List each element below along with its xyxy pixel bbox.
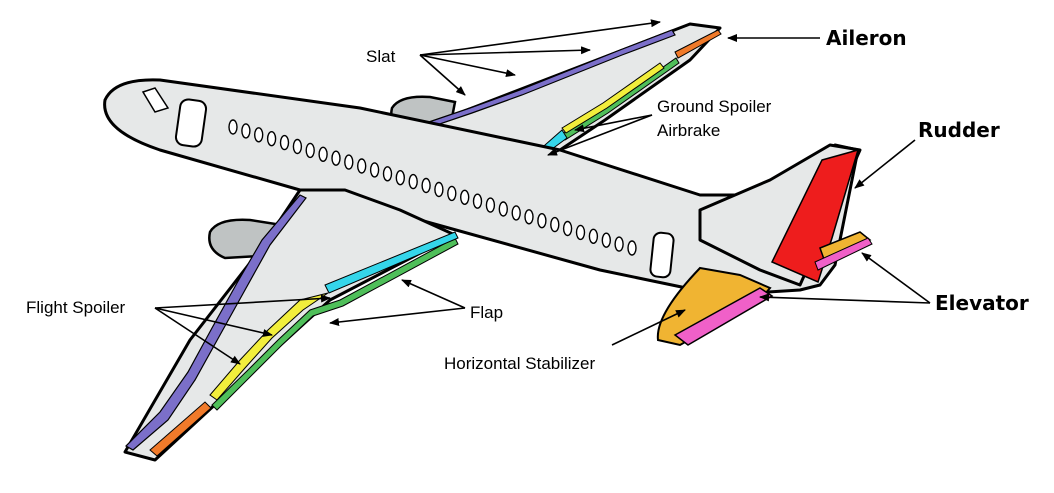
flap-lower bbox=[211, 237, 459, 411]
label-ground-spoiler: Ground Spoiler bbox=[657, 97, 772, 116]
upper-wing bbox=[413, 22, 722, 170]
cabin-window bbox=[266, 130, 277, 147]
label-flight-spoiler: Flight Spoiler bbox=[26, 298, 126, 317]
cabin-window bbox=[524, 209, 534, 225]
cabin-window bbox=[575, 224, 586, 241]
label-slat: Slat bbox=[366, 47, 396, 66]
cabin-window bbox=[331, 150, 341, 166]
cabin-window bbox=[344, 154, 354, 170]
cabin-window bbox=[292, 138, 303, 155]
label-elevator: Elevator bbox=[935, 291, 1029, 315]
cabin-window bbox=[382, 166, 393, 182]
label-rudder: Rudder bbox=[918, 118, 1000, 142]
cabin-window bbox=[460, 189, 470, 206]
label-horizontal-stabilizer: Horizontal Stabilizer bbox=[444, 354, 596, 373]
cabin-window bbox=[601, 232, 611, 248]
cabin-window bbox=[305, 142, 315, 159]
cabin-window bbox=[627, 240, 637, 256]
leader-lines bbox=[154, 19, 931, 365]
cabin-window bbox=[408, 173, 418, 190]
slat-upper bbox=[419, 29, 676, 131]
cabin-window bbox=[498, 201, 508, 217]
cabin-window bbox=[434, 181, 444, 198]
cabin-window bbox=[485, 197, 496, 213]
lower-wing bbox=[123, 188, 459, 462]
cabin-window bbox=[447, 185, 457, 202]
cabin-window bbox=[472, 193, 483, 209]
label-aileron: Aileron bbox=[826, 26, 907, 50]
cabin-window bbox=[614, 236, 624, 252]
cabin-window bbox=[318, 146, 328, 163]
spoiler-lower bbox=[209, 292, 329, 401]
label-flap: Flap bbox=[470, 303, 503, 322]
cabin-window bbox=[254, 127, 264, 143]
cabin-window bbox=[511, 205, 521, 221]
aileron-lower bbox=[149, 401, 212, 457]
cabin-window bbox=[562, 220, 573, 237]
label-airbrake: Airbrake bbox=[657, 121, 720, 140]
cabin-window bbox=[369, 162, 380, 178]
cabin-window bbox=[279, 134, 290, 151]
near-elevator bbox=[673, 287, 774, 346]
fuselage bbox=[103, 78, 860, 297]
cabin-window bbox=[421, 177, 431, 194]
aileron-upper bbox=[674, 29, 722, 59]
cabin-window bbox=[395, 169, 405, 186]
cabin-window bbox=[537, 212, 547, 229]
window-row bbox=[228, 119, 637, 256]
cabin-window bbox=[588, 228, 599, 245]
far-horizontal-stabilizer bbox=[814, 231, 873, 271]
cabin-window bbox=[550, 216, 560, 233]
cabin-window bbox=[241, 123, 251, 139]
far-elevator bbox=[814, 237, 873, 271]
cabin-window bbox=[357, 158, 367, 174]
spoiler-upper bbox=[561, 62, 665, 134]
airbrake-lower bbox=[324, 231, 459, 294]
cabin-window bbox=[228, 119, 238, 135]
